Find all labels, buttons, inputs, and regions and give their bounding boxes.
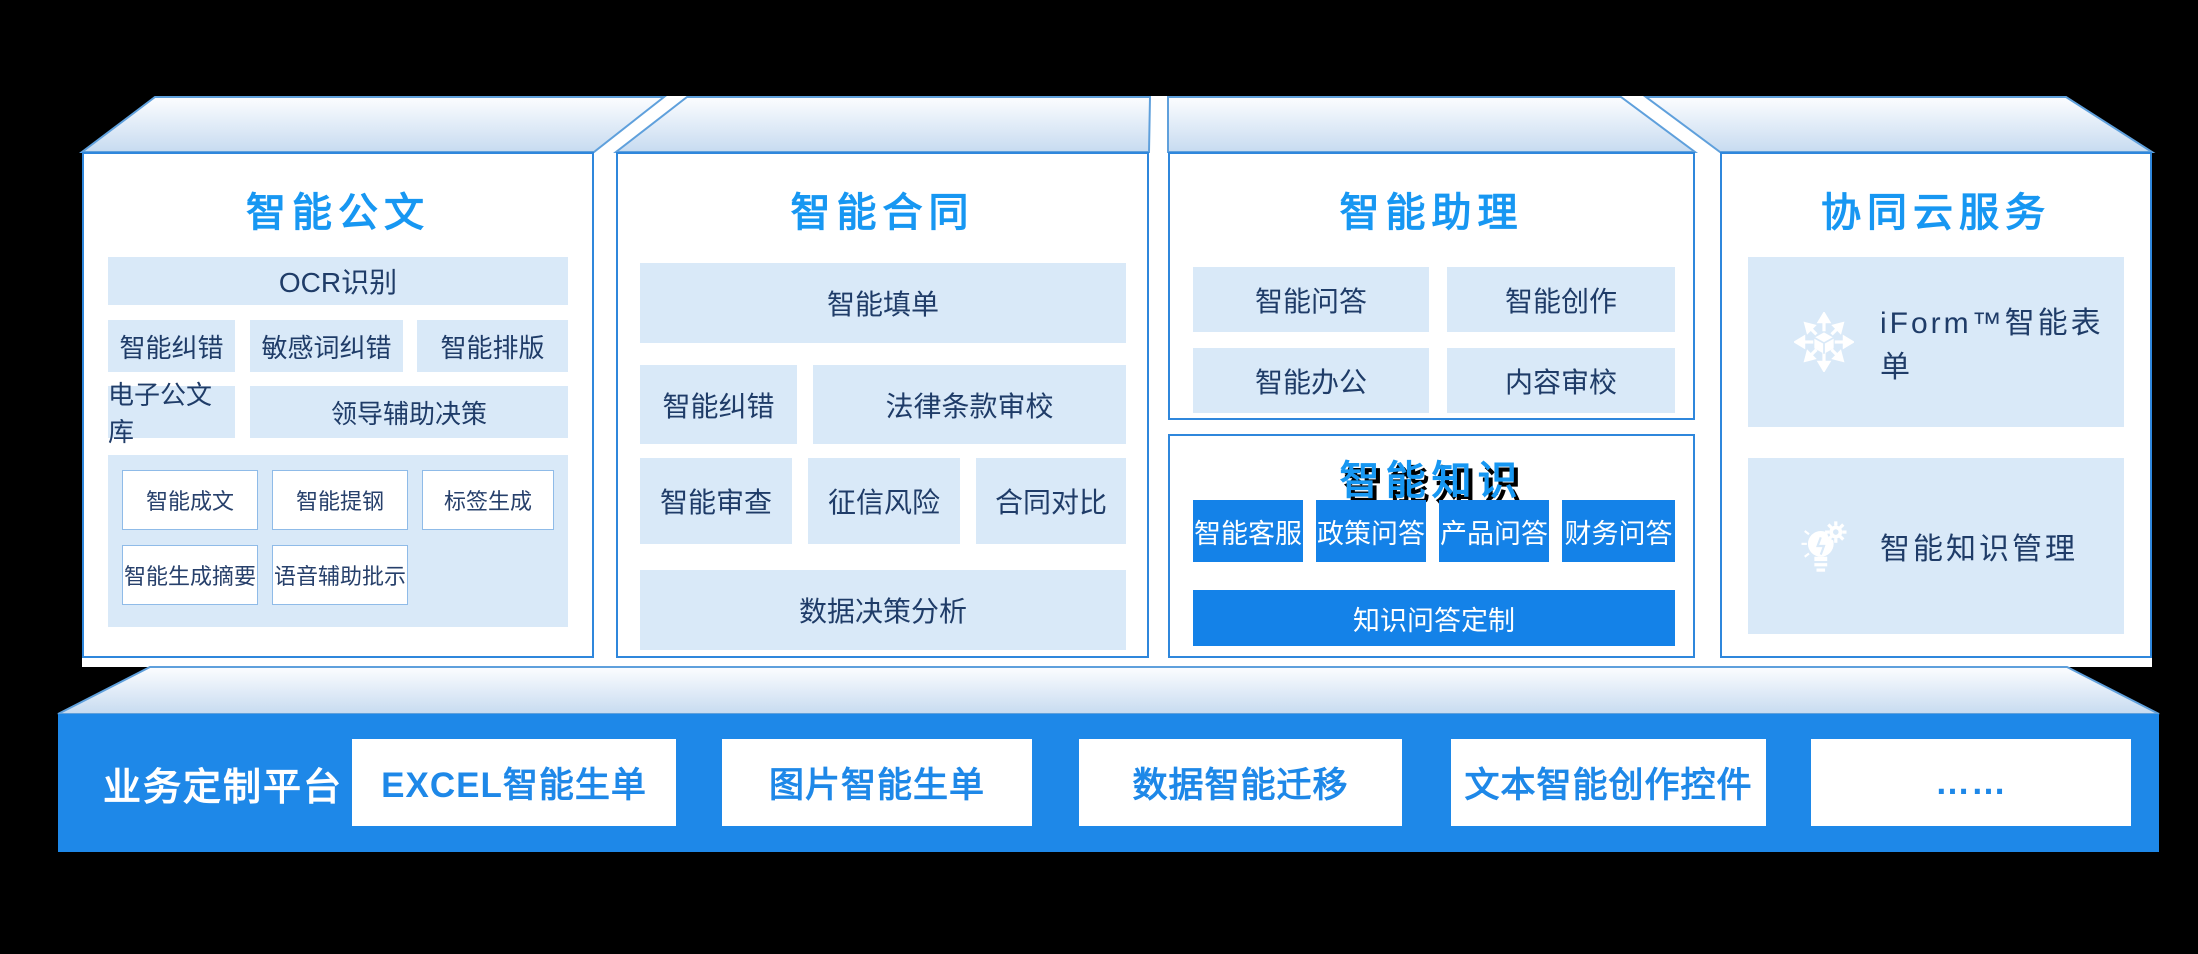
top-face-platform-bar (57, 666, 2160, 715)
panel-hetong: 智能合同 智能填单 智能纠错 法律条款审校 智能审查 征信风险 合同对比 数据决… (616, 152, 1149, 658)
feature-wenda: 智能问答 (1193, 267, 1429, 332)
feature-zhengce: 政策问答 (1316, 500, 1426, 562)
feature-zhengxin: 征信风险 (808, 458, 960, 544)
panel-gongwen: 智能公文 OCR识别 智能纠错 敏感词纠错 智能排版 电子公文库 领导辅助决策 … (82, 152, 594, 658)
feature-jiucuo: 智能纠错 (108, 320, 235, 372)
platform-button-data: 数据智能迁移 (1079, 739, 1402, 826)
platform-bar-label: 业务定制平台 (102, 766, 343, 809)
feature-hetong-jiucuo: 智能纠错 (640, 365, 797, 444)
top-face-hetong (613, 96, 1152, 153)
feature-falv: 法律条款审校 (813, 365, 1126, 444)
panel-hetong-title: 智能合同 (790, 191, 975, 235)
feature-tigang: 智能提钢 (272, 470, 408, 530)
panel-gongwen-title: 智能公文 (246, 191, 430, 235)
top-face-zhuli (1167, 96, 1699, 153)
card-zsgl-label: 智能知识管理 (1880, 533, 2078, 566)
panel-zhuli-title: 智能助理 (1339, 191, 1524, 235)
feature-biaoqian: 标签生成 (422, 470, 554, 530)
feature-chuangzuo: 智能创作 (1447, 267, 1675, 332)
platform-button-ellipsis: …… (1811, 739, 2131, 826)
feature-caiwu: 财务问答 (1562, 500, 1675, 562)
panel-zhuli: 智能助理 智能问答 智能创作 智能办公 内容审校 (1168, 152, 1695, 420)
card-iform-label: iForm™智能表单 (1880, 307, 2104, 384)
feature-bangong: 智能办公 (1193, 348, 1429, 413)
feature-chanpin: 产品问答 (1439, 500, 1549, 562)
panel-yun: 协同云服务 iF (1720, 152, 2152, 658)
panel-yun-title: 协同云服务 (1821, 191, 2051, 235)
platform-button-text: 文本智能创作控件 (1451, 739, 1766, 826)
feature-chengwen: 智能成文 (122, 470, 258, 530)
feature-lingdao: 领导辅助决策 (250, 386, 568, 438)
feature-zhaiyao: 智能生成摘要 (122, 545, 258, 605)
panel-zhishi-title: 智能知识 (1339, 459, 1524, 503)
card-zsgl: 智能知识管理 (1748, 458, 2124, 634)
idea-bulb-gear-icon (1794, 516, 1854, 576)
share-cube-icon (1793, 311, 1855, 373)
top-face-gongwen (79, 96, 667, 153)
feature-gongwenku: 电子公文库 (108, 380, 235, 447)
panel-zhishi: 智能知识 智能客服 政策问答 产品问答 财务问答 知识问答定制 (1168, 434, 1695, 658)
feature-ocr: OCR识别 (108, 257, 568, 305)
feature-tiandan: 智能填单 (640, 263, 1126, 343)
feature-juece: 数据决策分析 (640, 570, 1126, 650)
feature-shencha: 智能审查 (640, 458, 792, 544)
gongwen-subgroup: 智能成文 智能提钢 标签生成 智能生成摘要 语音辅助批示 (108, 455, 568, 627)
feature-paiban: 智能排版 (417, 320, 568, 372)
feature-duibi: 合同对比 (976, 458, 1126, 544)
feature-shenxiao: 内容审校 (1447, 348, 1675, 413)
feature-dingzhi: 知识问答定制 (1193, 590, 1675, 646)
feature-kefu: 智能客服 (1193, 500, 1303, 562)
feature-minganci: 敏感词纠错 (250, 320, 403, 372)
platform-bar: 业务定制平台 EXCEL智能生单 图片智能生单 数据智能迁移 文本智能创作控件 … (58, 714, 2159, 852)
top-face-yun (1642, 96, 2156, 153)
feature-yuyin: 语音辅助批示 (272, 545, 408, 605)
platform-button-image: 图片智能生单 (722, 739, 1032, 826)
platform-button-excel: EXCEL智能生单 (352, 739, 676, 826)
card-iform: iForm™智能表单 (1748, 257, 2124, 427)
